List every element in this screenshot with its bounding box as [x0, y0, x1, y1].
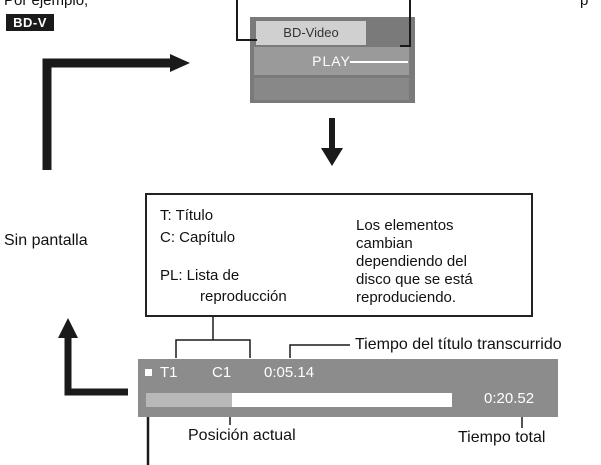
bottom-left-flow-arrow [64, 336, 128, 396]
intro-clipped-text: Por ejemplo, [4, 0, 89, 9]
legend-note-1: Los elementos [356, 217, 454, 234]
legend-title-label: T: Título [160, 207, 214, 224]
intro-text-right: p [580, 0, 588, 9]
no-display-label: Sin pantalla [4, 232, 88, 249]
intro-text: Por ejemplo, [4, 0, 88, 9]
top-left-flow-arrow [42, 58, 172, 170]
menu-bd-video-row: BD-Video [256, 21, 366, 45]
legend-box [145, 193, 533, 317]
total-callout: Tiempo total [458, 429, 546, 446]
progress-fill [146, 393, 232, 407]
status-bar [138, 359, 558, 417]
legend-playlist-label-2: reproducción [200, 288, 287, 305]
legend-bracket [175, 339, 251, 358]
menu-bracket-right [400, 0, 411, 47]
legend-note-2: cambian [356, 235, 413, 252]
legend-note-5: reproduciendo. [356, 289, 457, 306]
legend-note-4: disco que se está [356, 271, 473, 288]
status-title: T1 [160, 364, 178, 381]
legend-chapter-label: C: Capítulo [160, 229, 236, 246]
status-chapter: C1 [212, 364, 232, 381]
menu-play-row: PLAY [254, 47, 409, 75]
status-indicator-icon [145, 369, 152, 376]
menu-empty-row [254, 78, 409, 100]
menu-bracket-left [236, 0, 257, 41]
elapsed-callout: Tiempo del título transcurrido [355, 336, 562, 353]
status-total-time: 0:20.52 [484, 390, 535, 407]
top-left-arrowhead [170, 54, 190, 72]
legend-playlist-label-1: PL: Lista de [160, 267, 240, 284]
bottom-left-arrowhead [58, 318, 78, 338]
intro-clipped-text-right: p [580, 0, 589, 9]
position-callout: Posición actual [188, 427, 296, 444]
elapsed-pointer [289, 344, 350, 358]
legend-note-3: dependiendo del [356, 253, 467, 270]
down-arrowhead [321, 148, 343, 166]
bd-v-badge: BD-V [6, 14, 54, 31]
status-elapsed-time: 0:05.14 [264, 364, 315, 381]
